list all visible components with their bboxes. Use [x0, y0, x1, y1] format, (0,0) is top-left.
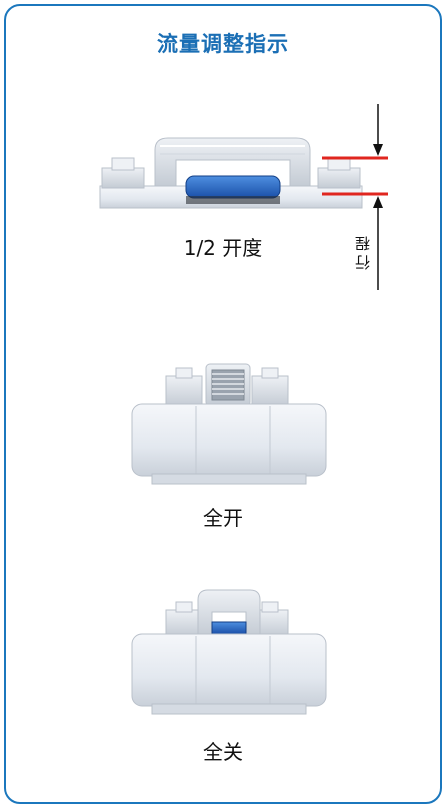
- half-open-label: 1/2 开度: [183, 236, 263, 260]
- fully-closed-label: 全关: [203, 740, 243, 764]
- valve-fully-closed: [131, 589, 327, 715]
- fully-open-label: 全开: [203, 506, 243, 530]
- valve-half-open: [99, 137, 363, 209]
- page-title: 流量调整指示: [157, 32, 289, 56]
- valve-fully-open: [131, 363, 327, 485]
- stroke-indicator: [322, 104, 388, 290]
